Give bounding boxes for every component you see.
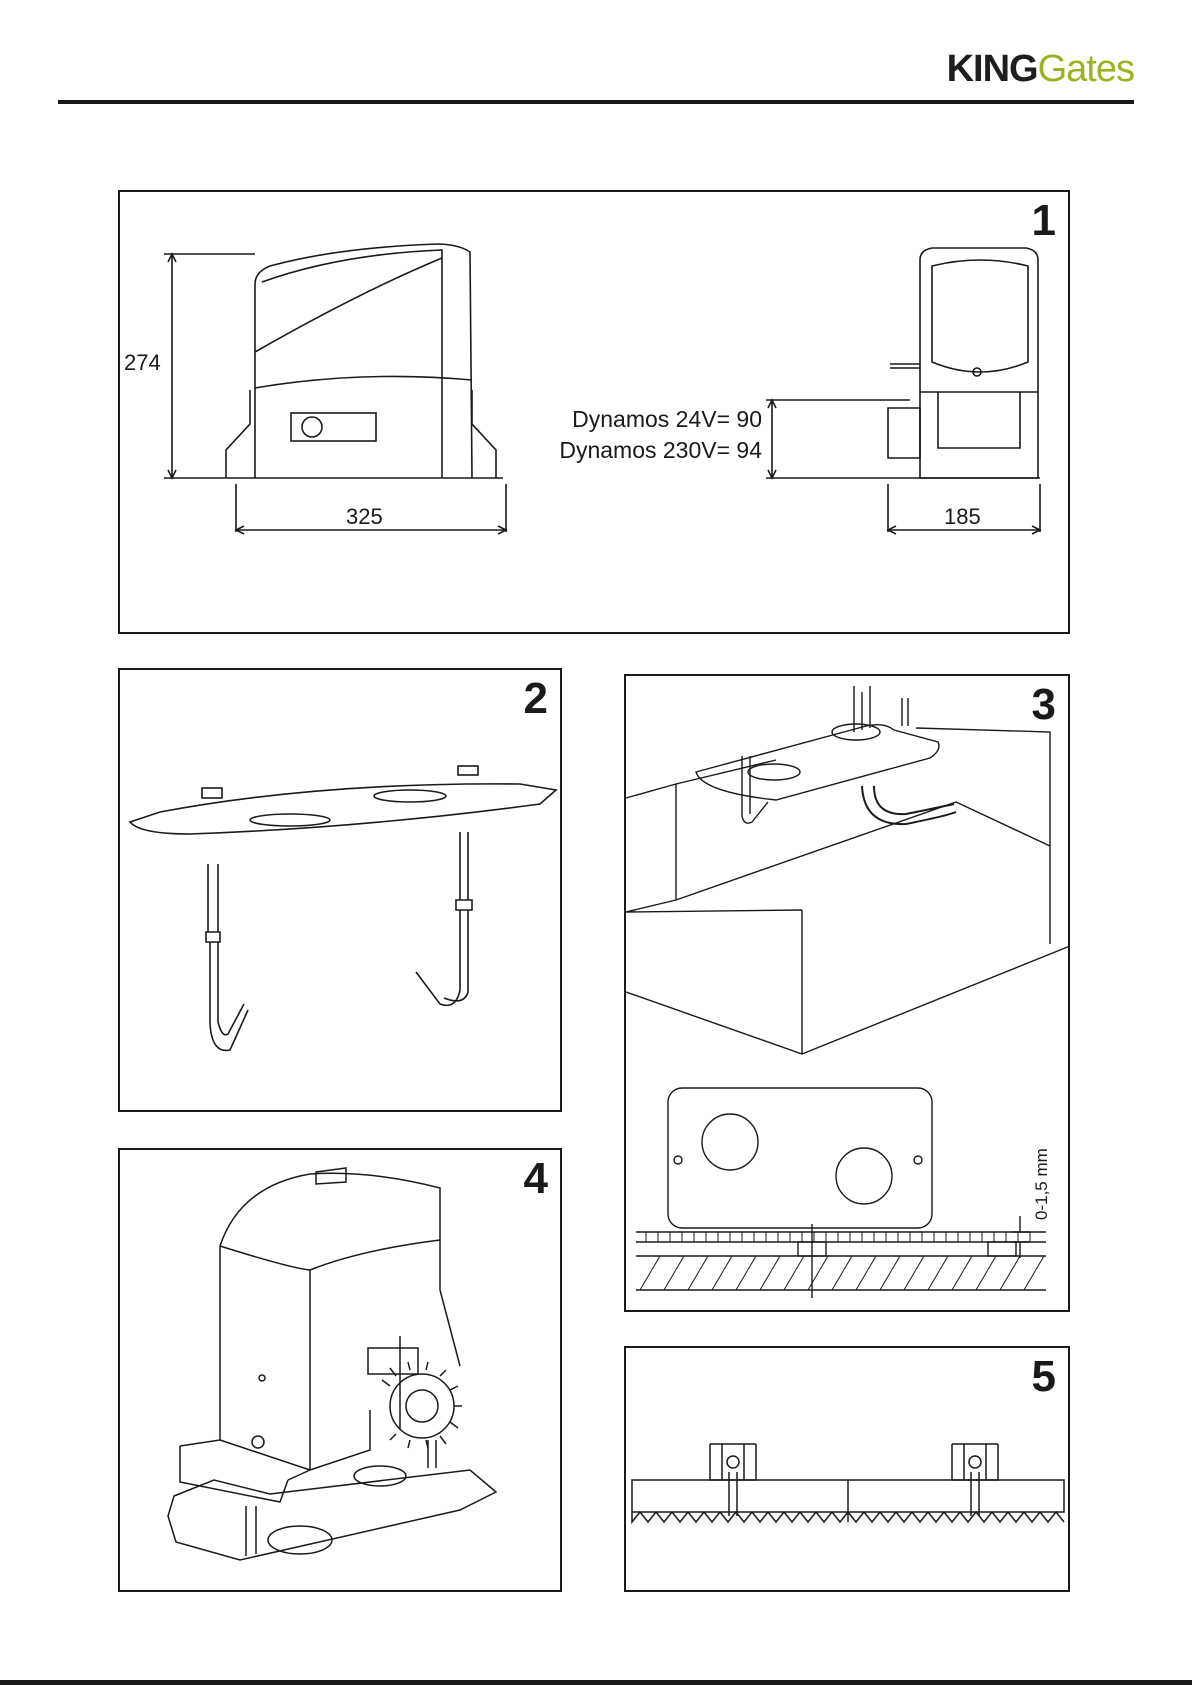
concrete-base-drawing bbox=[626, 676, 1072, 1314]
panel-3-number: 3 bbox=[1032, 680, 1056, 730]
logo-king: KING bbox=[947, 48, 1038, 90]
depth-dimension: 185 bbox=[944, 504, 981, 530]
width-dimension: 325 bbox=[346, 504, 383, 530]
dynamos-24v-label: Dynamos 24V= 90 bbox=[572, 404, 762, 435]
rack-fixing-drawing bbox=[626, 1348, 1072, 1594]
dynamos-230v-label: Dynamos 230V= 94 bbox=[559, 435, 762, 466]
logo-gates: Gates bbox=[1038, 48, 1134, 90]
panel-3-concrete-base: 3 0-1,5 mm bbox=[624, 674, 1070, 1312]
brand-logo: KINGGates bbox=[947, 50, 1134, 88]
motor-mounting-drawing bbox=[120, 1150, 564, 1594]
panel-5-rack-fixing: 5 bbox=[624, 1346, 1070, 1592]
panel-4-number: 4 bbox=[524, 1154, 548, 1204]
foundation-plate-drawing bbox=[120, 670, 564, 1114]
panel-1-number: 1 bbox=[1032, 196, 1056, 246]
panel-5-number: 5 bbox=[1032, 1352, 1056, 1402]
panel-4-motor-mounted: 4 bbox=[118, 1148, 562, 1592]
panel-2-number: 2 bbox=[524, 674, 548, 724]
header-rule bbox=[58, 100, 1134, 104]
height-dimension: 274 bbox=[124, 350, 161, 376]
footer-rule bbox=[0, 1680, 1192, 1685]
gap-dimension-label: 0-1,5 mm bbox=[1032, 1148, 1052, 1220]
panel-1-dimensions: 1 274 325 185 Dynamos 24V= 90 Dynamos 23… bbox=[118, 190, 1070, 634]
panel-2-foundation-plate: 2 bbox=[118, 668, 562, 1112]
